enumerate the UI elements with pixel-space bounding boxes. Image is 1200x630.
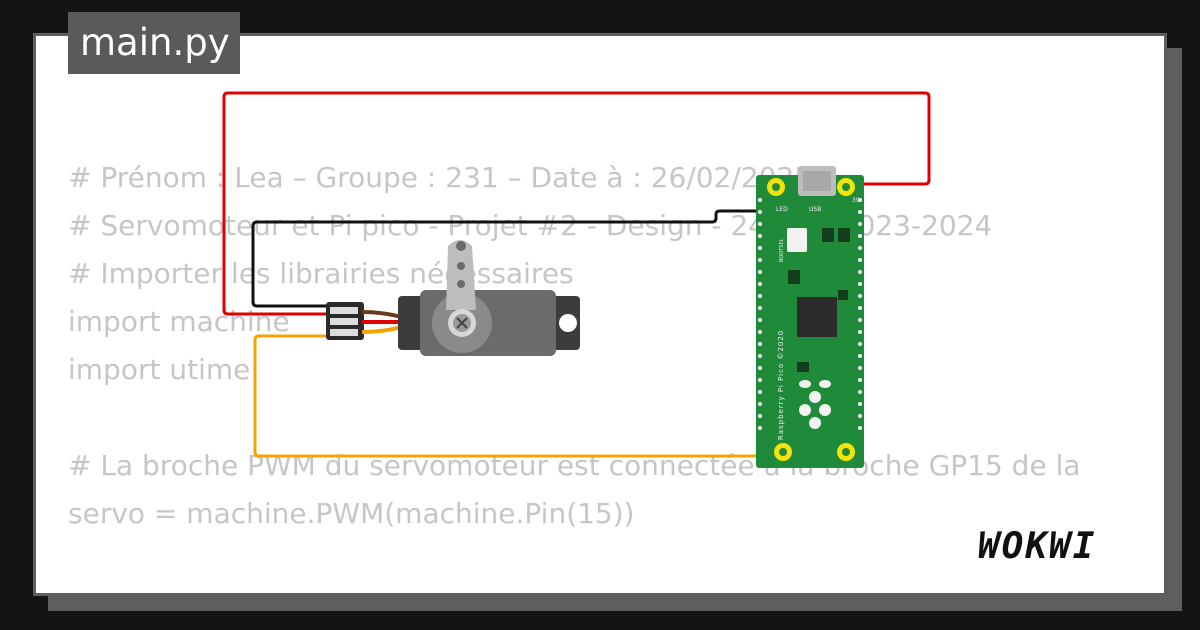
- pin-number-label: 39: [852, 197, 860, 204]
- led-label: LED: [776, 206, 788, 213]
- bootsel-label: BOOTSEL: [779, 238, 785, 262]
- code-line: # Servomoteur et Pi pico - Projet #2 - D…: [68, 209, 993, 242]
- ground-wire[interactable]: [251, 209, 770, 308]
- power-wire[interactable]: [222, 91, 931, 316]
- code-line: # Prénom : Lea – Groupe : 231 – Date à :…: [68, 161, 813, 194]
- wokwi-logo: WOKWI: [978, 526, 1097, 567]
- file-tab[interactable]: main.py: [68, 12, 240, 74]
- signal-wire[interactable]: [253, 334, 768, 458]
- code-listing: # Prénom : Lea – Groupe : 231 – Date à :…: [68, 154, 1081, 593]
- usb-label: USB: [809, 206, 821, 213]
- pico-board[interactable]: LED USB 39 BOOTSEL Raspberry Pi Pico ©20…: [756, 166, 864, 468]
- bootsel-button[interactable]: [787, 228, 807, 252]
- servo-motor[interactable]: [398, 240, 580, 356]
- board-silkscreen: Raspberry Pi Pico ©2020: [777, 330, 785, 440]
- rp2040-chip: [797, 297, 837, 337]
- code-line: # Importer les librairies nécessaires: [68, 257, 574, 290]
- servo-connector[interactable]: [326, 302, 364, 340]
- raspberry-logo-icon: [799, 380, 831, 429]
- code-line: import machine: [68, 305, 290, 338]
- code-line: import utime: [68, 353, 251, 386]
- code-canvas: # Prénom : Lea – Groupe : 231 – Date à :…: [33, 33, 1167, 596]
- code-line: servo = machine.PWM(machine.Pin(15)): [68, 497, 635, 530]
